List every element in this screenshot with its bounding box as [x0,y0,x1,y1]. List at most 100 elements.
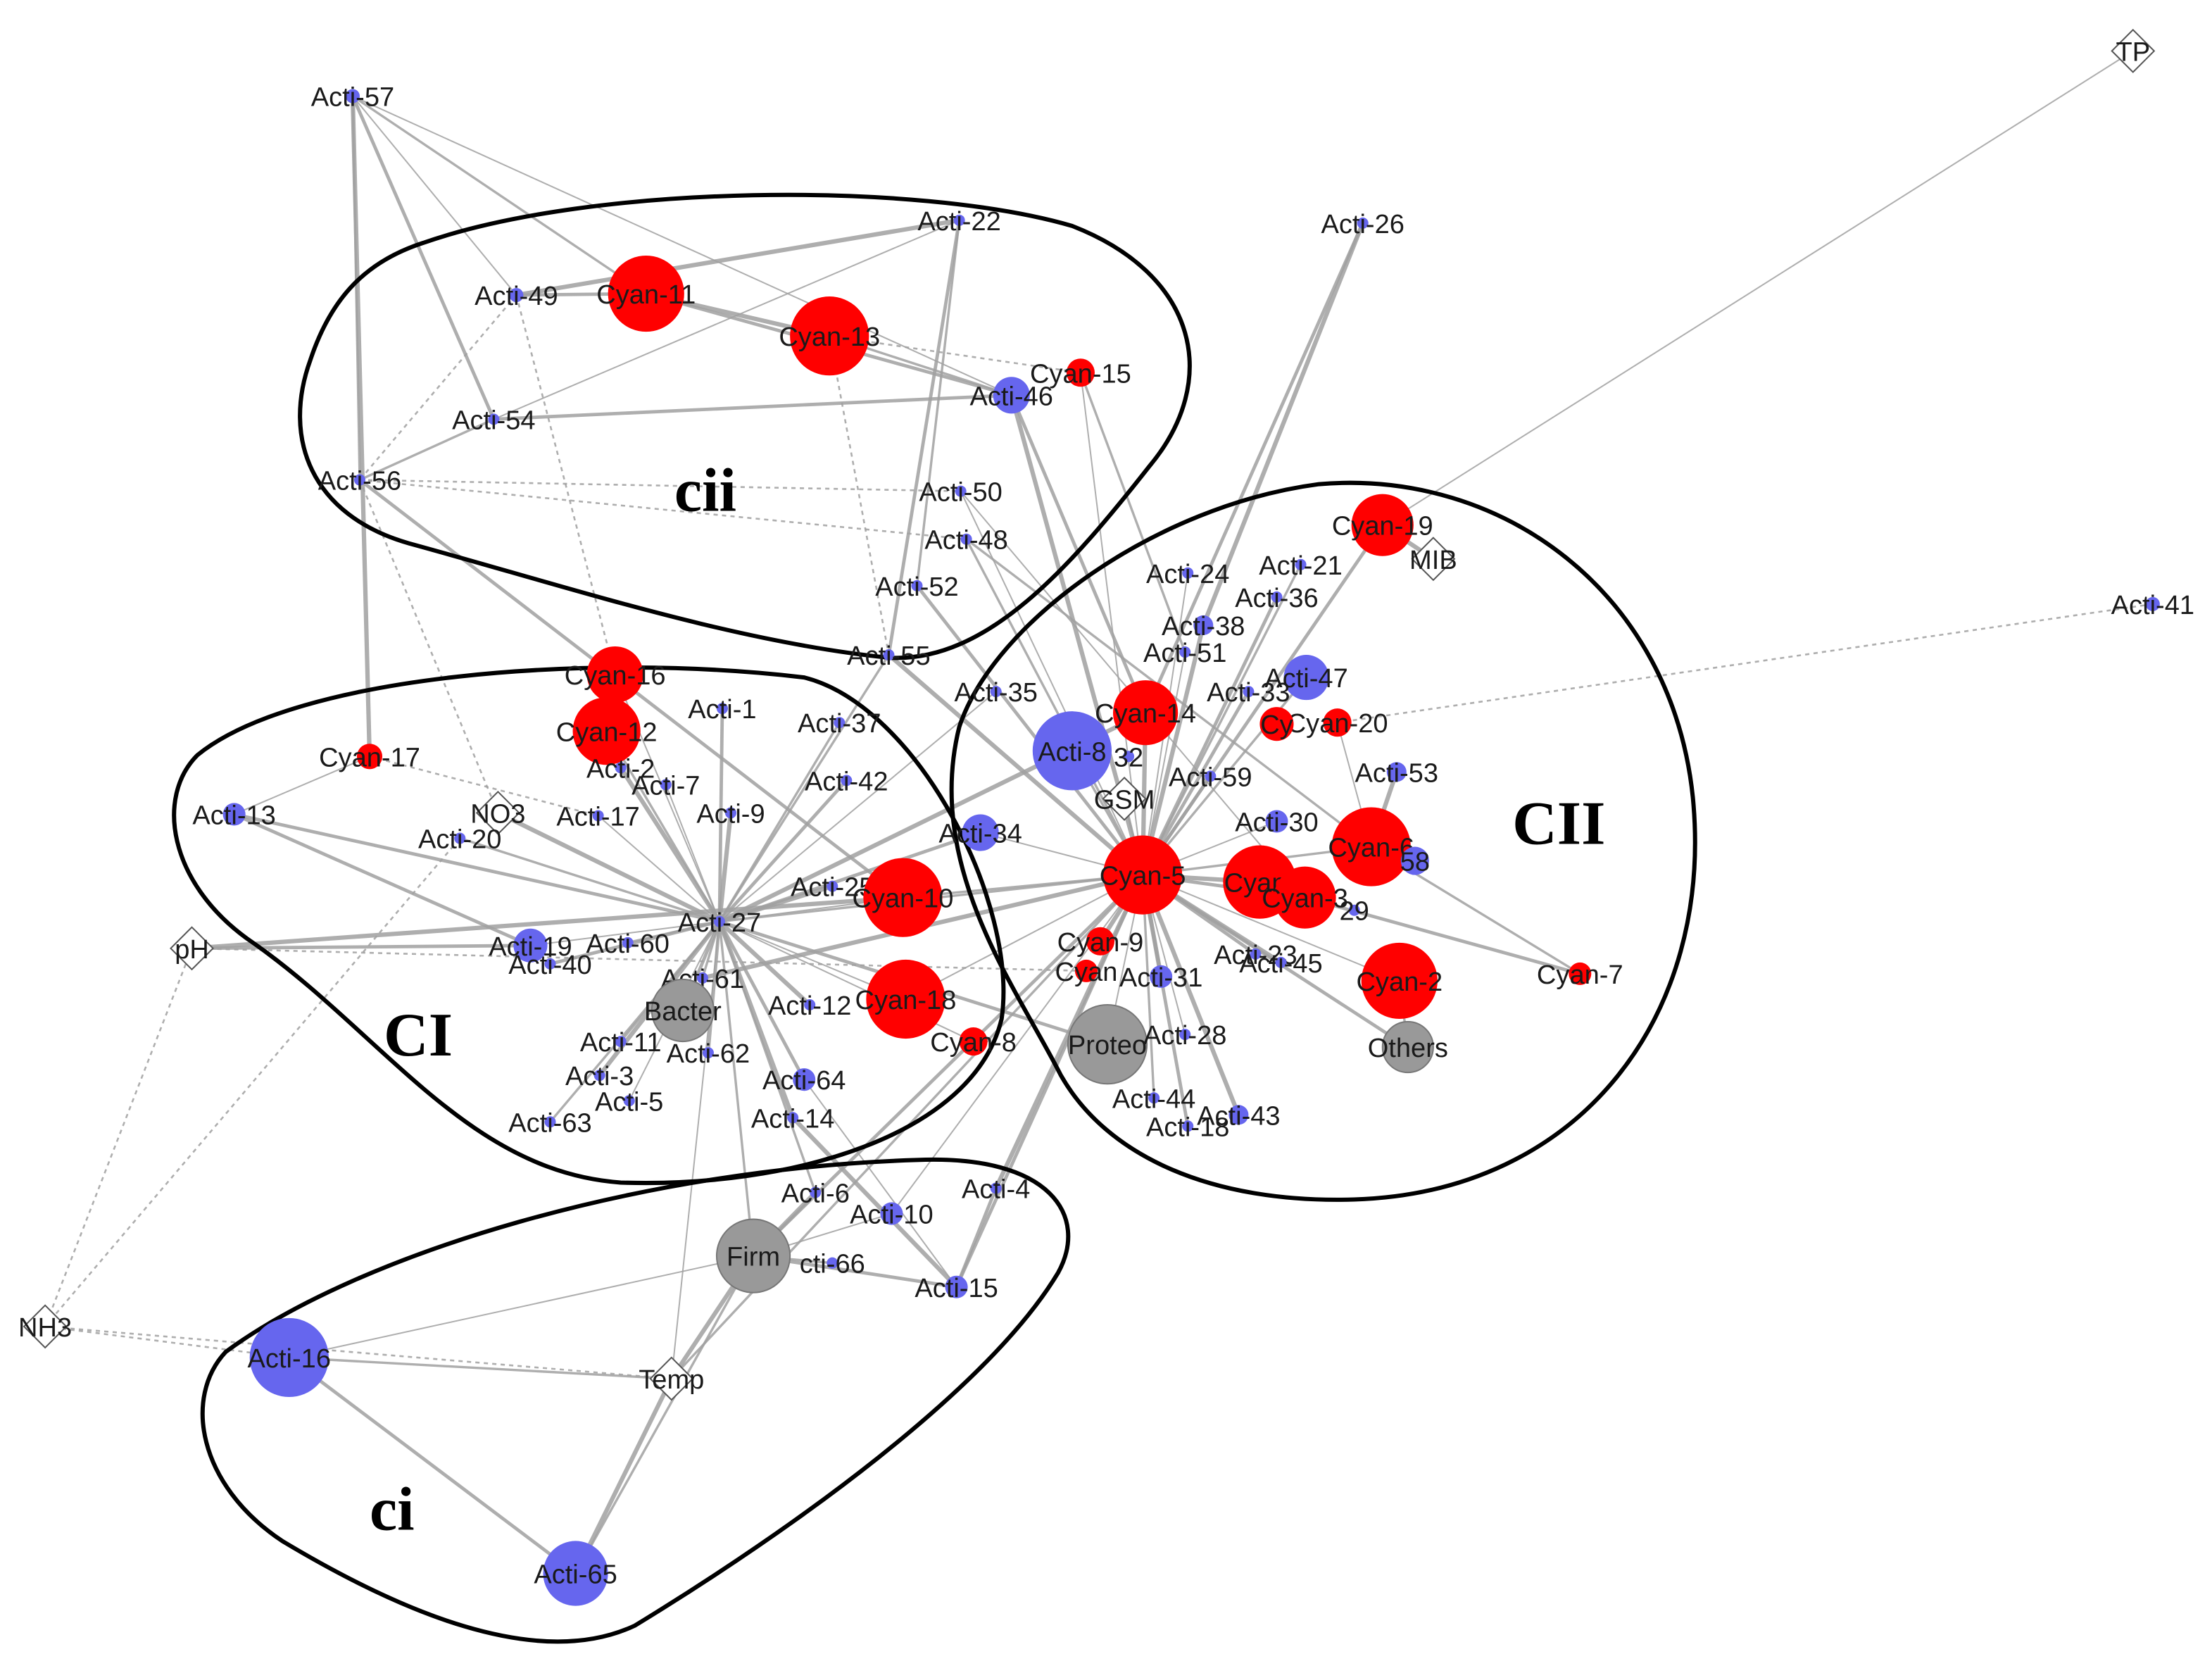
acti-node-circle [945,1275,968,1298]
node-Cyan-11: Cyan-11 [596,255,696,332]
edge-pH-Acti-19 [191,944,531,951]
node-Acti-60: Acti-60 [586,929,669,959]
edge-Acti-57-Acti-49 [352,95,517,296]
node-Acti-45: Acti-45 [1239,949,1322,979]
node-label: Cyan-8 [930,1028,1017,1058]
node-Acti-20: Acti-20 [418,825,501,855]
node-pH: pH [170,926,214,971]
acti-node-circle [615,762,627,774]
edge-Acti-57-Acti-46 [352,95,1012,396]
node-label: Acti-53 [1355,758,1438,788]
cyan-node-circle [1066,358,1095,387]
node-label: Acti-51 [1143,639,1226,668]
edge-Acti-56-Acti-50 [359,479,961,492]
edge-Acti-22-Acti-52 [915,220,961,587]
node-label: 29 [1340,897,1369,927]
node-label: Acti-17 [556,802,639,832]
node-Acti-58: 58 [1400,846,1430,877]
node-label: Acti-10 [850,1201,933,1230]
edge-Acti-41-Cyan-20 [1337,603,2154,724]
acti-node-circle [962,814,999,851]
cyan-node-circle [790,296,869,376]
acti-node-circle [249,1317,329,1398]
edge-Acti-14-Acti-15 [791,1116,958,1289]
node-Acti-49: Acti-49 [475,282,558,311]
node-Acti-56: Acti-56 [318,467,401,496]
edge-Firm-Acti-27 [718,921,755,1256]
node-Acti-46: Acti-46 [970,377,1053,414]
node-label: Acti-19 [489,932,572,962]
node-Acti-59: Acti-59 [1169,763,1252,792]
edge-Acti-63-Acti-27 [549,920,721,1123]
node-Acti-47: Acti-47 [1264,655,1348,701]
node-label: Acti-46 [970,382,1053,411]
node-Acti-51: Acti-51 [1143,639,1226,668]
node-label: Acti-36 [1235,584,1318,613]
node-label: Acti-5 [595,1087,663,1117]
acti-node-circle [543,1541,608,1606]
node-label: Acti-16 [248,1344,331,1374]
cluster-outline-ci [200,1157,1071,1644]
edge-Acti-2-Acti-27 [619,766,722,923]
node-Acti-62: Acti-62 [667,1039,750,1069]
acti-node-circle [593,1070,605,1082]
acti-node-circle [883,649,895,661]
cyan-node-circle [863,858,943,937]
node-Acti-15: Acti-15 [915,1274,998,1303]
edge-pH-NH3 [44,948,193,1327]
cluster-outline-cii [298,192,1192,660]
node-NO3: NO3 [470,790,525,835]
node-label: Cyan-19 [1332,512,1433,541]
node-Acti-27: Acti-27 [678,908,761,938]
node-label: GSM [1094,785,1155,815]
edge-Acti-52-Cyan-5 [915,584,1144,877]
node-MIB: MIB [1409,537,1457,582]
cyan-node-circle [1361,942,1438,1020]
edge-Acti-20-Acti-27 [459,837,720,923]
acti-node-circle [804,998,816,1010]
node-Acti-57: Acti-57 [311,83,394,113]
node-label: Acti-55 [847,641,930,671]
node-Cyan-8: Cyan-8 [930,1027,1017,1058]
node-label: Cyan-3 [1262,884,1348,914]
node-Acti-38: Acti-38 [1162,612,1245,641]
cyan-node-circle [1086,927,1115,956]
node-label: Acti-12 [768,991,851,1021]
node-label: Cyan-18 [855,986,957,1015]
cluster-label-cii: cii [674,456,736,525]
node-Acti-44: Acti-44 [1112,1084,1195,1114]
node-Cyan-17: Cyan-17 [319,743,420,772]
node-Temp: Temp [639,1356,704,1401]
node-label: Cyan-12 [556,718,658,747]
node-TP: TP [2111,28,2156,73]
node-label: Cyan-9 [1057,928,1144,958]
node-label: Acti-48 [924,526,1007,556]
node-label: Acti-42 [805,767,888,796]
acti-node-circle [623,1095,635,1107]
cyan-node-circle [1351,494,1414,556]
edge-TP-Cyan-19 [1382,50,2134,526]
env-diamond-marker [170,926,214,971]
acti-node-circle [615,1036,627,1048]
edge-Acti-40-Acti-27 [549,920,720,966]
node-Cyan-x1: Cy [1259,707,1294,741]
node-label: Acti-28 [1143,1021,1226,1051]
node-label: Acti-26 [1321,210,1404,239]
node-label: Acti-54 [452,406,535,435]
acti-node-circle [488,413,500,425]
node-label: Bacter [644,997,722,1027]
acti-node-circle [713,915,725,927]
edge-Acti-16-Acti-65 [288,1356,577,1575]
node-Bacter: Bacter [644,978,722,1043]
acti-node-circle [544,1116,556,1128]
node-label: Cyan-5 [1100,862,1186,891]
env-diamond-marker [649,1356,694,1401]
node-label: Acti-14 [751,1104,834,1134]
node-label: MIB [1409,546,1457,575]
node-Cyan-20: Cyan-20 [1287,708,1388,739]
edge-Cyan-18-Cyan-5 [905,874,1143,1000]
node-Acti-30: Acti-30 [1235,808,1318,838]
edge-Acti-1-Acti-27 [717,708,724,922]
node-label: Cyan-17 [319,743,420,772]
edge-Acti-18-Cyan-5 [1140,875,1190,1127]
